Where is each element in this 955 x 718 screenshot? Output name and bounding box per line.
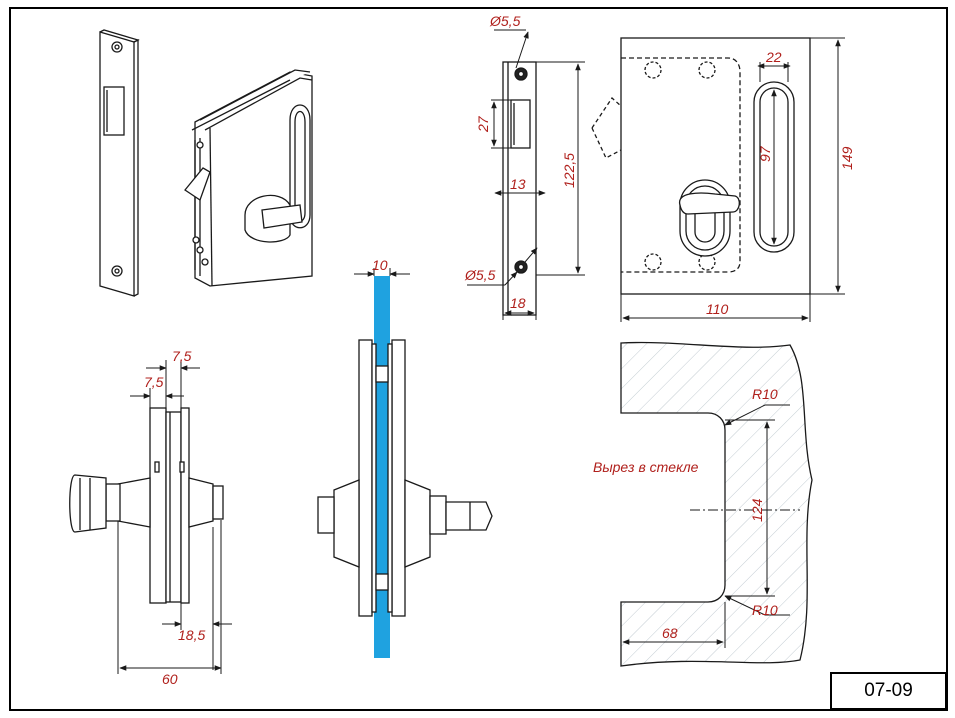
drawing-frame	[9, 7, 948, 711]
dim-side-a: 7,5	[172, 348, 192, 364]
glass-section-view	[317, 276, 493, 658]
dim-side-c: 18,5	[178, 627, 205, 643]
dim-body-width: 110	[706, 301, 729, 317]
strike-plate-3d	[99, 29, 140, 297]
dim-side-total: 60	[162, 671, 178, 687]
cutout-caption: Вырез в стекле	[593, 459, 699, 475]
lock-body-3d	[184, 69, 313, 287]
dim-hole-bottom: Ø5,5	[464, 267, 496, 283]
dim-radius-bottom: R10	[752, 602, 778, 618]
dim-cutout-depth: 68	[662, 625, 678, 641]
glass-cutout	[620, 341, 813, 667]
dim-radius-top: R10	[752, 386, 778, 402]
dim-body-inner: 22	[765, 49, 782, 65]
dim-cutout-height: 124	[749, 498, 765, 522]
dim-strike-width: 13	[510, 176, 526, 192]
dim-handle-height: 97	[757, 145, 773, 162]
dim-strike-height: 27	[475, 115, 491, 133]
dim-body-height: 149	[839, 146, 855, 170]
dim-plate-width: 18	[510, 295, 526, 311]
dim-plate-height: 122,5	[561, 153, 577, 188]
lock-body-front	[591, 37, 811, 295]
drawing-code: 07-09	[830, 672, 947, 710]
dimension-lines	[117, 29, 845, 674]
dim-hole-top: Ø5,5	[489, 13, 521, 29]
strike-plate-front	[502, 61, 537, 316]
dim-glass-thickness: 10	[372, 257, 388, 273]
lock-side-view	[69, 407, 224, 604]
dim-side-b: 7,5	[144, 374, 164, 390]
